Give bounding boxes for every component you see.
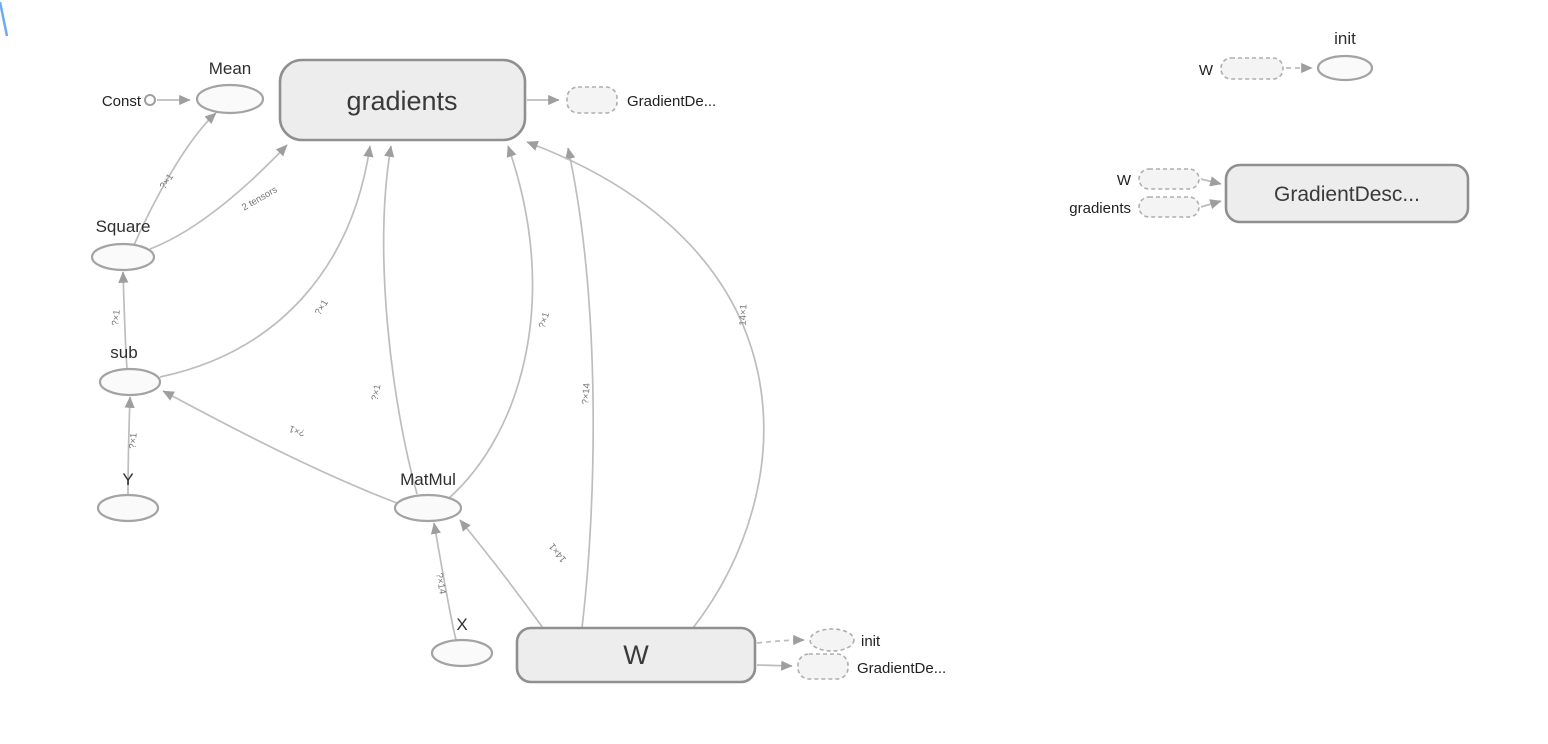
init-w-proxy-shape xyxy=(1220,57,1284,80)
gradients-namespace-shape xyxy=(278,58,527,142)
proxy-gradientdescent-label: GradientDe... xyxy=(627,93,716,110)
gradientdescent-proxy-shape xyxy=(566,86,618,114)
edge-label-y-to-sub: ?×1 xyxy=(127,432,139,449)
edge-label-w-to-gradients-b: 14×1 xyxy=(738,304,750,326)
node-init[interactable]: init xyxy=(1316,29,1374,82)
proxy-gd-input-w[interactable]: W xyxy=(1117,168,1200,190)
init-w-proxy-label: W xyxy=(1199,62,1214,79)
node-const[interactable]: Const xyxy=(102,93,156,110)
node-gradients[interactable]: gradients xyxy=(278,58,527,142)
node-const-label: Const xyxy=(102,93,142,110)
node-square[interactable]: Square xyxy=(90,217,156,272)
gd-w-proxy-shape xyxy=(1138,168,1200,190)
const-port-icon xyxy=(144,94,156,106)
gd-w-proxy-label: W xyxy=(1117,172,1132,189)
init-op-shape xyxy=(1316,54,1374,82)
node-square-label: Square xyxy=(96,217,151,236)
w-namespace-shape xyxy=(515,626,757,684)
edge-y-to-sub xyxy=(124,396,135,496)
node-sub-label: sub xyxy=(110,343,137,362)
node-matmul[interactable]: MatMul xyxy=(393,470,463,523)
edge-gradients-proxy-to-gd xyxy=(1200,199,1222,209)
init-proxy-shape xyxy=(809,628,855,652)
edge-label-square-to-gradients: 2 tensors xyxy=(240,184,280,213)
proxy-w-gradientdescent-label: GradientDe... xyxy=(857,660,946,677)
edge-w-to-gradients-a xyxy=(565,147,595,629)
edge-sub-to-square xyxy=(118,271,129,370)
gd-gradients-proxy-shape xyxy=(1138,196,1200,218)
node-x[interactable]: X xyxy=(430,615,494,668)
init-subgraph: W init xyxy=(1199,29,1374,82)
edge-label-sub-to-gradients: ?×1 xyxy=(313,298,331,318)
edge-label-sub-to-square: ?×1 xyxy=(110,309,123,326)
edge-label-matmul-to-gradients-a: ?×1 xyxy=(370,384,384,402)
node-w-label: W xyxy=(623,640,649,670)
node-gradients-label: gradients xyxy=(346,86,457,116)
graph-edge-labels: ?×1 2 tensors ?×1 ?×1 ?×1 ?×14 14×1 ?×1 … xyxy=(110,172,749,595)
edge-w-proxy-to-gd xyxy=(1200,176,1222,187)
viewport-edge-fragment xyxy=(0,1,9,37)
node-matmul-label: MatMul xyxy=(400,470,456,489)
node-mean[interactable]: Mean xyxy=(195,59,265,115)
proxy-w-to-init[interactable]: init xyxy=(809,628,881,652)
node-init-label: init xyxy=(1334,29,1356,48)
edge-sub-to-gradients xyxy=(159,145,374,378)
node-gradientdescent-label: GradientDesc... xyxy=(1274,183,1420,206)
edge-label-matmul-to-gradients-b: ?×1 xyxy=(537,311,552,330)
y-op-shape xyxy=(96,493,160,523)
proxy-w-to-gradientdescent[interactable]: GradientDe... xyxy=(797,653,946,680)
edge-label-matmul-to-sub: ?×1 xyxy=(288,423,307,438)
edge-label-square-to-mean: ?×1 xyxy=(158,172,176,192)
edge-matmul-to-gradients-b xyxy=(448,145,534,499)
edge-x-to-matmul xyxy=(430,522,457,641)
edge-label-x-to-matmul: ?×14 xyxy=(433,572,448,595)
edge-label-w-to-matmul: 14×1 xyxy=(547,541,569,565)
node-gradientdescent[interactable]: GradientDesc... xyxy=(1224,163,1470,224)
edge-w-to-gradients-b xyxy=(526,141,765,629)
gd-gradients-proxy-label: gradients xyxy=(1069,200,1131,217)
proxy-gradients-to-gradientdescent[interactable]: GradientDe... xyxy=(566,86,716,114)
w-gradientdescent-proxy-shape xyxy=(797,653,849,680)
edge-square-to-gradients xyxy=(149,144,288,250)
mean-op-shape xyxy=(195,83,265,115)
x-op-shape xyxy=(430,638,494,668)
node-x-label: X xyxy=(456,615,467,634)
proxy-init-label: init xyxy=(861,633,881,650)
edge-square-to-mean xyxy=(133,112,217,246)
gradient-descent-subgraph: W gradients GradientDesc... xyxy=(1069,163,1470,224)
proxy-gd-input-gradients[interactable]: gradients xyxy=(1069,196,1200,218)
edge-w-to-gd-proxy xyxy=(756,660,793,671)
edge-matmul-to-gradients-a xyxy=(382,145,418,495)
edge-label-w-to-gradients-a: ?×14 xyxy=(580,383,592,405)
matmul-op-shape xyxy=(393,493,463,523)
node-mean-label: Mean xyxy=(209,59,252,78)
node-sub[interactable]: sub xyxy=(98,343,162,397)
node-w[interactable]: W xyxy=(515,626,757,684)
gradientdescent-namespace-shape xyxy=(1224,163,1470,224)
node-y[interactable]: Y xyxy=(96,470,160,523)
square-op-shape xyxy=(90,242,156,272)
edge-w-to-matmul xyxy=(459,519,544,629)
edge-w-to-init-proxy xyxy=(756,634,805,646)
edge-matmul-to-sub xyxy=(162,390,398,504)
proxy-init-input-w[interactable]: W xyxy=(1199,57,1284,80)
node-y-label: Y xyxy=(122,470,133,489)
graph-edges xyxy=(118,94,805,671)
sub-op-shape xyxy=(98,367,162,397)
